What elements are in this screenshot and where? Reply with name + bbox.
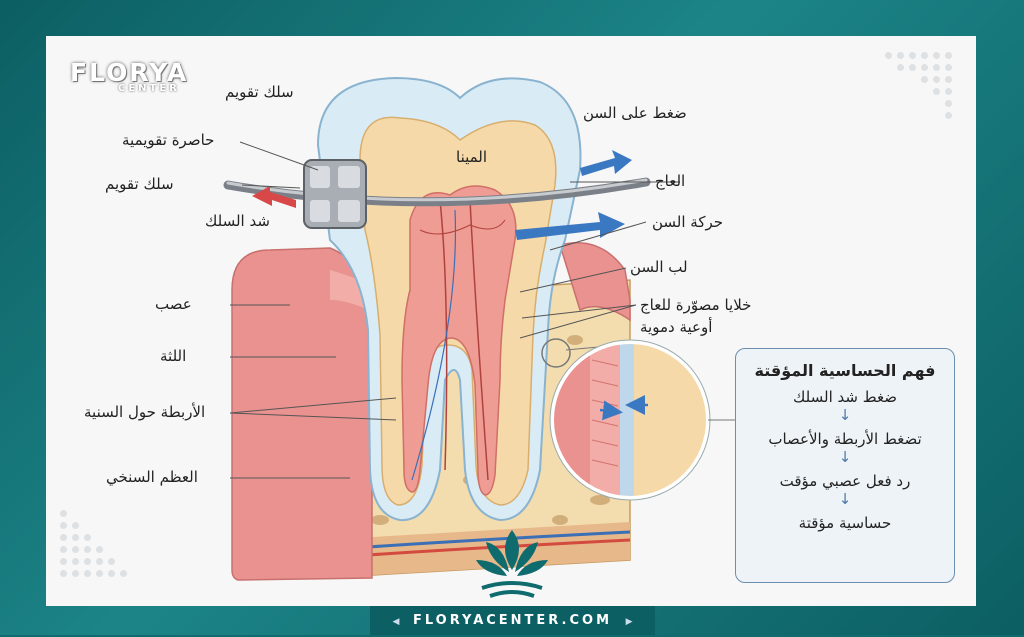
label-enamel: المينا bbox=[456, 148, 488, 166]
info-box-title: فهم الحساسية المؤقتة bbox=[754, 361, 936, 380]
leader-lines bbox=[229, 141, 680, 479]
info-step-3: رد فعل عصبي مؤقت bbox=[779, 472, 911, 490]
label-odontoblasts: خلايا مصوّرة للعاج bbox=[640, 296, 752, 314]
triangle-right-icon: ▶ bbox=[625, 617, 633, 627]
down-arrow-icon: ↓ bbox=[838, 448, 852, 466]
direction-arrow-icon bbox=[580, 150, 632, 176]
direction-arrow-icon bbox=[515, 212, 625, 240]
direction-arrow-icon bbox=[252, 186, 296, 208]
label-dentin: العاج bbox=[655, 172, 686, 190]
label-pulp: لب السن bbox=[630, 258, 688, 276]
label-braces-wire: سلك تقويم bbox=[105, 175, 174, 193]
label-gum: اللثة bbox=[160, 347, 187, 365]
footer-banner: ◀ FLORYACENTER.COM ▶ bbox=[370, 606, 655, 635]
force-arrows bbox=[252, 150, 632, 240]
label-wire-tension: شد السلك bbox=[205, 212, 270, 230]
braces-wire bbox=[223, 177, 651, 207]
tooth bbox=[316, 76, 582, 522]
triangle-left-icon: ◀ bbox=[392, 617, 400, 627]
down-arrow-icon: ↓ bbox=[838, 406, 852, 424]
braces-bracket bbox=[303, 159, 367, 229]
info-step-2: تضغط الأربطة والأعصاب bbox=[768, 430, 922, 448]
label-periodontal-ligaments: الأربطة حول السنية bbox=[84, 403, 206, 421]
logo-main-text: FLORYA bbox=[70, 58, 189, 87]
label-bracket: حاصرة تقويمية bbox=[122, 131, 215, 149]
down-arrow-icon: ↓ bbox=[838, 490, 852, 508]
brand-leaf-icon bbox=[476, 530, 548, 598]
label-blood-vessels: أوعية دموية bbox=[640, 318, 713, 336]
label-nerve: عصب bbox=[155, 295, 192, 313]
footer-url[interactable]: FLORYACENTER.COM bbox=[412, 613, 613, 628]
sensitivity-info-box: فهم الحساسية المؤقتة ضغط شد السلك ↓ تضغط… bbox=[735, 348, 955, 583]
label-tooth-movement: حركة السن bbox=[652, 213, 724, 231]
info-step-1: ضغط شد السلك bbox=[793, 388, 897, 406]
info-step-4: حساسية مؤقتة bbox=[798, 514, 892, 532]
label-cancellous-bone: العظم السنخي bbox=[106, 468, 198, 486]
label-pressure-on-tooth: ضغط على السن bbox=[583, 104, 687, 122]
label-braces-wire-top: سلك تقويم bbox=[225, 83, 294, 101]
logo-sub-text: CENTER bbox=[118, 83, 180, 94]
brand-logo: FLORYA CENTER bbox=[70, 58, 188, 94]
